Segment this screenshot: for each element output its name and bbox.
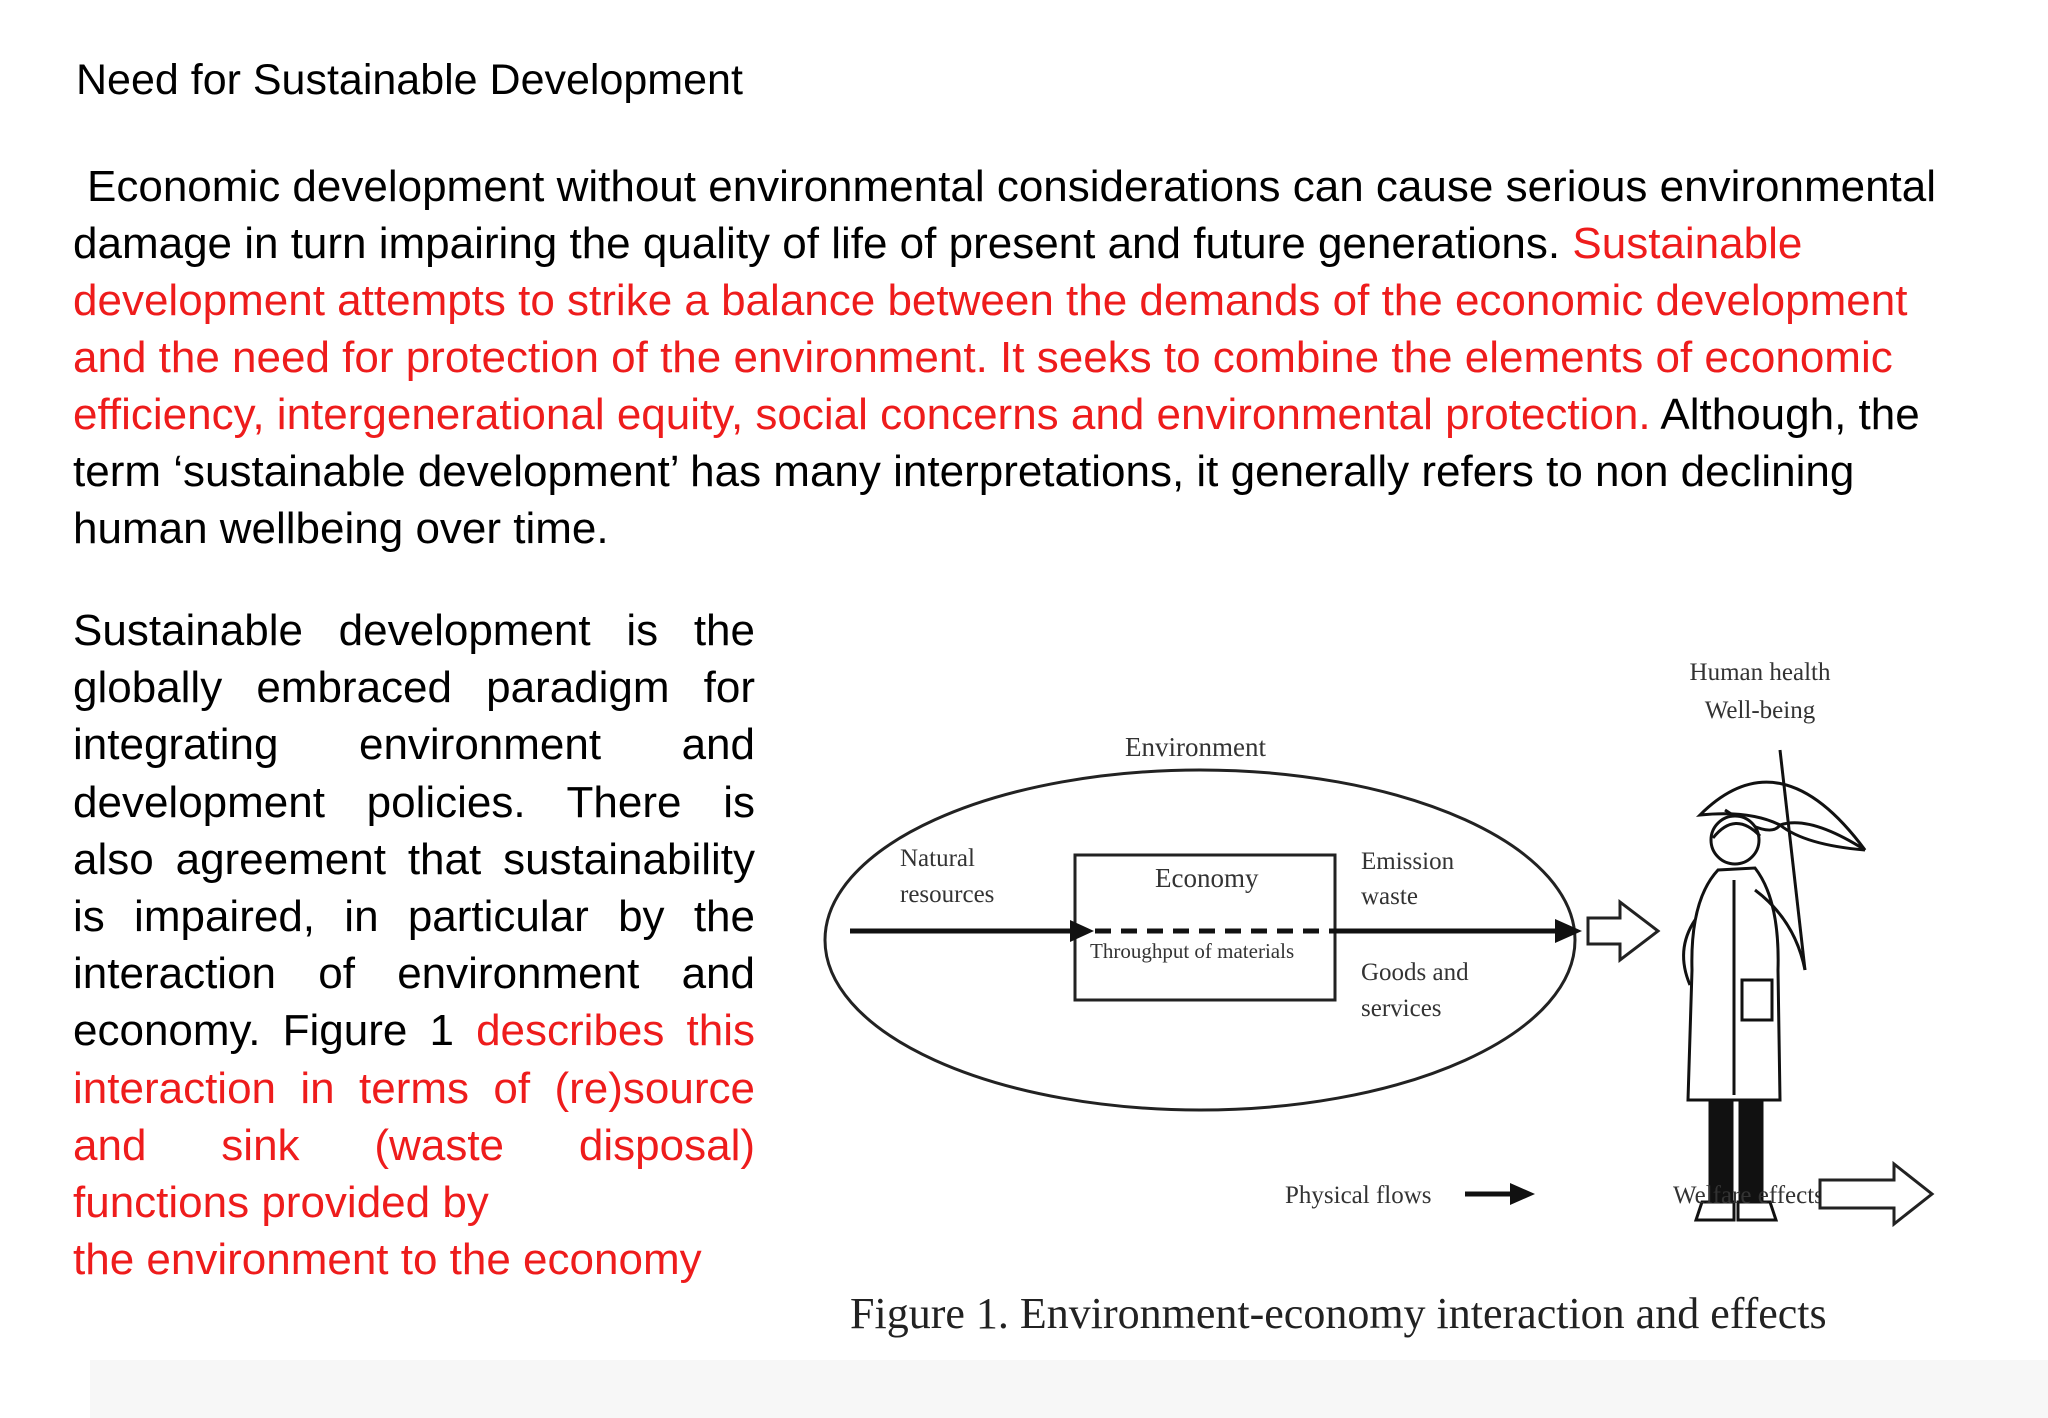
figure-description-paragraph: Sustainable development is the globally … — [73, 602, 755, 1288]
output-flow-arrowhead — [1555, 919, 1582, 943]
person-left-boot — [1693, 1200, 1736, 1222]
legend-welfare-hollow-arrow — [1818, 1160, 1935, 1228]
environment-label: Environment — [1125, 732, 1266, 762]
description-text-highlight: describes this interaction in terms of (… — [73, 1006, 755, 1228]
environment-ellipse — [823, 768, 1577, 1112]
intro-text-highlight: Sustainable development attempts to stri… — [73, 219, 1908, 439]
person-with-umbrella-illustration — [1682, 749, 1867, 1222]
goods-label-2: services — [1361, 995, 1442, 1022]
resource-flow-arrowhead — [1070, 920, 1094, 942]
person-left-arm — [1682, 919, 1697, 986]
economy-label: Economy — [1155, 863, 1259, 893]
description-text-black: Sustainable development is the globally … — [73, 606, 755, 1056]
natural-resources-label-2: resources — [900, 881, 994, 908]
person-right-leg — [1738, 1098, 1764, 1202]
throughput-label: Throughput of materials — [1090, 939, 1294, 963]
environment-economy-figure: Environment Economy Natural resources Th… — [820, 640, 1960, 1360]
emission-label-2: waste — [1361, 883, 1418, 910]
figure-caption: Figure 1. Environment-economy interactio… — [850, 1289, 1827, 1338]
figure-diagram: Environment Economy Natural resources Th… — [823, 659, 1935, 1228]
page-title: Need for Sustainable Development — [76, 56, 743, 104]
intro-paragraph: Economic development without environment… — [73, 158, 1993, 557]
description-text-last-line: the environment to the economy — [73, 1235, 702, 1285]
intro-text-black: Economic development without environment… — [73, 162, 1937, 268]
physical-flows-label: Physical flows — [1285, 1182, 1432, 1209]
umbrella-canopy-icon — [1695, 780, 1867, 852]
welfare-hollow-arrow — [1586, 898, 1661, 964]
person-right-boot — [1736, 1200, 1779, 1222]
legend-physical-flow-arrowhead — [1510, 1183, 1535, 1205]
natural-resources-label-1: Natural — [900, 845, 975, 872]
welfare-effects-label: Welfare effects — [1673, 1182, 1824, 1209]
umbrella-shaft — [1778, 749, 1807, 971]
human-health-label-2: Well-being — [1705, 697, 1816, 724]
goods-label-1: Goods and — [1361, 959, 1469, 986]
person-left-leg — [1708, 1098, 1734, 1202]
person-pocket — [1740, 978, 1774, 1022]
emission-label-1: Emission — [1361, 848, 1455, 875]
bottom-shadow — [90, 1360, 2048, 1418]
person-right-arm — [1754, 888, 1807, 971]
person-hood — [1711, 822, 1762, 839]
human-health-label-1: Human health — [1690, 659, 1831, 686]
intro-text-black-end: Although, the term ‘sustainable developm… — [73, 390, 1920, 553]
